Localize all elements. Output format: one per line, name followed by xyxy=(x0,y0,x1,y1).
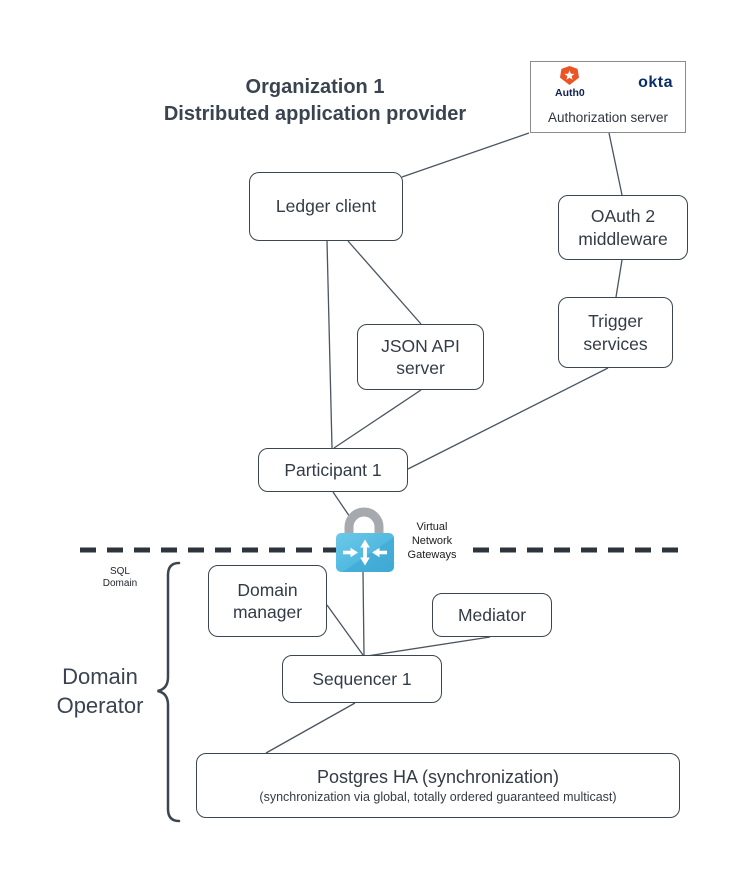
json-api-server-label: JSON API server xyxy=(381,335,460,378)
node-authorization-server[interactable]: Auth0 okta Authorization server xyxy=(530,61,686,133)
edge-ledger-jsonapi xyxy=(347,240,422,325)
mediator-label: Mediator xyxy=(457,604,527,625)
node-postgres-ha[interactable]: Postgres HA (synchronization) (synchroni… xyxy=(196,753,680,818)
title-line1: Organization 1 xyxy=(245,76,385,98)
virtual-network-gateways-label: Virtual Network Gateways xyxy=(407,521,457,561)
postgres-ha-subtitle: (synchronization via global, totally ord… xyxy=(259,790,617,804)
edge-oauth2-trigger xyxy=(615,259,623,298)
okta-wordmark: okta xyxy=(638,74,673,91)
auth0-wordmark: Auth0 xyxy=(555,87,585,99)
lock-icon xyxy=(344,507,384,538)
edge-ledger-participant xyxy=(326,240,333,449)
auth-logos-row: Auth0 okta xyxy=(539,66,677,99)
domain-operator-label: Domain Operator xyxy=(56,664,144,718)
node-domain-manager[interactable]: Domain manager xyxy=(208,565,327,637)
node-participant-1[interactable]: Participant 1 xyxy=(258,448,408,492)
virtual-network-gateway-icon[interactable] xyxy=(336,533,394,572)
auth0-logo: Auth0 xyxy=(555,66,585,99)
sequencer-1-label: Sequencer 1 xyxy=(312,668,412,689)
edge-domainmanager-sequencer xyxy=(326,604,364,656)
trigger-services-label: Trigger services xyxy=(583,311,648,354)
node-json-api-server[interactable]: JSON API server xyxy=(357,324,484,390)
sql-domain-label: SQL Domain xyxy=(102,566,138,589)
domain-manager-label: Domain manager xyxy=(232,579,303,622)
node-trigger-services[interactable]: Trigger services xyxy=(558,297,673,368)
edge-gateway-sequencer xyxy=(362,571,365,656)
domain-operator-brace xyxy=(157,561,181,823)
participant-1-label: Participant 1 xyxy=(284,459,382,480)
connector-lines xyxy=(265,132,623,754)
postgres-ha-title: Postgres HA (synchronization) xyxy=(316,767,560,787)
edge-jsonapi-participant xyxy=(333,389,422,449)
edge-trigger-participant xyxy=(407,367,609,470)
auth0-shield-icon xyxy=(560,66,580,85)
node-ledger-client[interactable]: Ledger client xyxy=(249,172,403,241)
edge-sequencer-postgres xyxy=(265,702,356,754)
diagram-title: Organization 1 Distributed application p… xyxy=(115,74,515,128)
ledger-client-label: Ledger client xyxy=(275,196,377,217)
edge-mediator-sequencer xyxy=(366,636,491,657)
node-sequencer-1[interactable]: Sequencer 1 xyxy=(282,655,442,703)
oauth2-middleware-label: OAuth 2 middleware xyxy=(578,206,668,249)
node-oauth2-middleware[interactable]: OAuth 2 middleware xyxy=(558,195,688,260)
edge-ledger-authserver xyxy=(401,132,530,178)
edge-authserver-oauth2 xyxy=(608,132,623,196)
authorization-server-label: Authorization server xyxy=(547,110,669,125)
title-line2: Distributed application provider xyxy=(163,103,467,125)
node-mediator[interactable]: Mediator xyxy=(432,593,552,637)
